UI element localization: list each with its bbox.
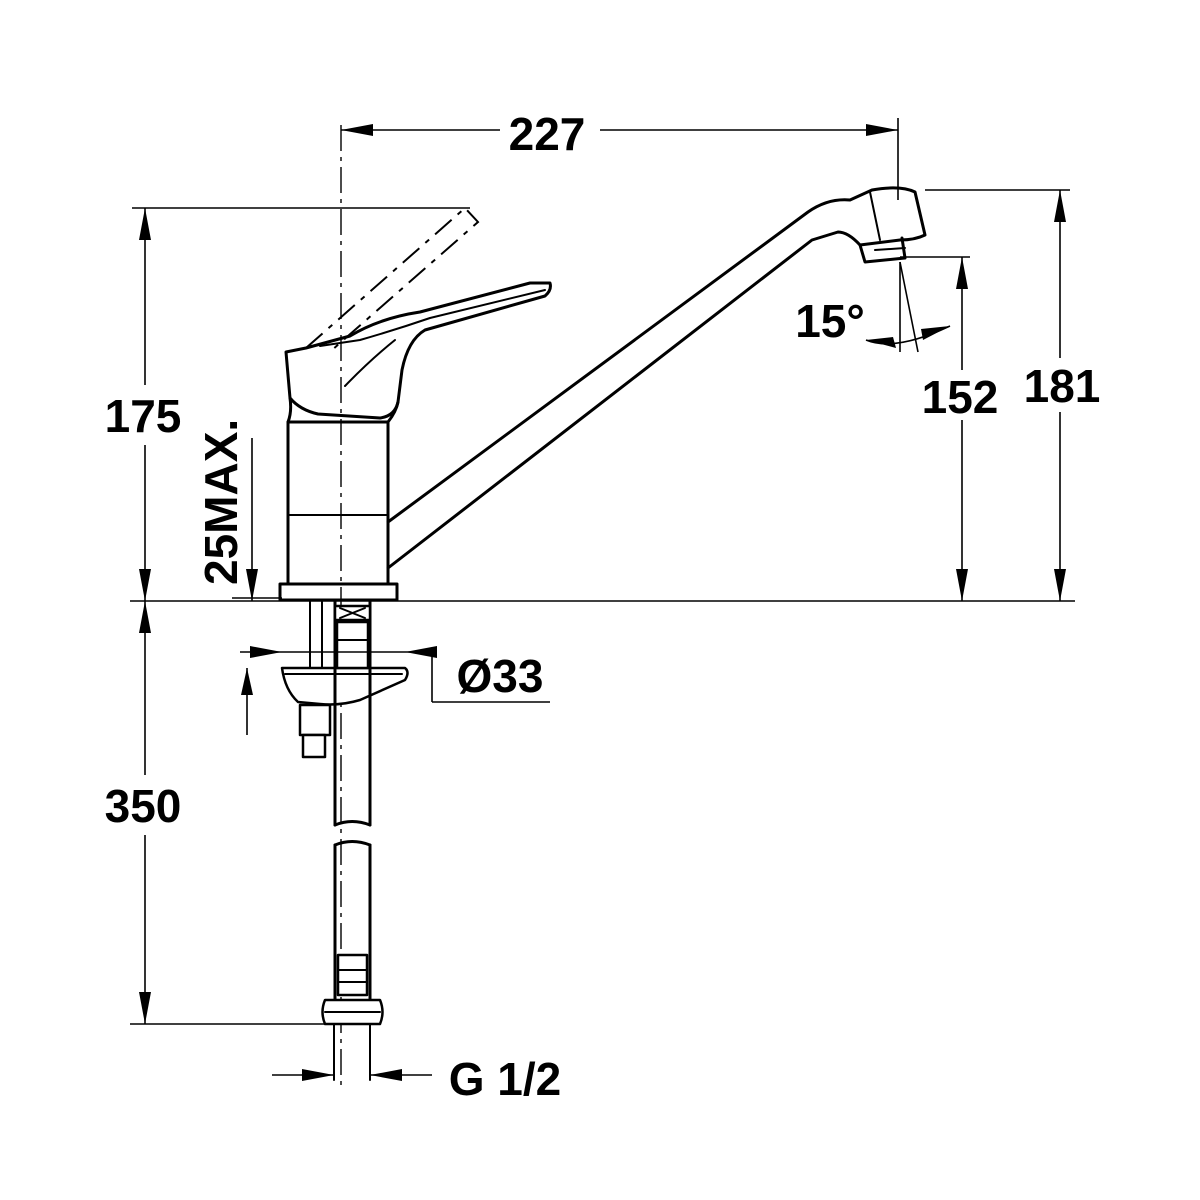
label-length-350: 350 bbox=[105, 780, 182, 832]
spout bbox=[386, 186, 927, 570]
lever-alt-position bbox=[305, 206, 480, 351]
dim-height-152: 152 bbox=[900, 256, 999, 601]
label-angle-15: 15° bbox=[795, 295, 865, 347]
label-width-227: 227 bbox=[509, 108, 586, 160]
mounting-hardware bbox=[280, 598, 409, 1081]
dim-connection-g12: G 1/2 bbox=[272, 1053, 561, 1105]
label-height-152: 152 bbox=[922, 371, 999, 423]
dim-deck-25max: 25MAX. bbox=[195, 419, 282, 601]
dim-length-350: 350 bbox=[105, 601, 325, 1025]
label-height-175: 175 bbox=[105, 390, 182, 442]
dim-height-181: 181 bbox=[925, 189, 1101, 601]
label-diameter-33: Ø33 bbox=[457, 650, 544, 702]
label-height-181: 181 bbox=[1024, 360, 1101, 412]
label-deck-25max: 25MAX. bbox=[195, 419, 247, 585]
dim-angle-15: 15° bbox=[795, 261, 951, 353]
label-connection-g12: G 1/2 bbox=[449, 1053, 562, 1105]
dim-height-175: 175 bbox=[105, 207, 470, 601]
dim-width-227: 227 bbox=[341, 108, 899, 200]
dim-diameter-33: Ø33 bbox=[240, 646, 550, 735]
faucet-body bbox=[278, 281, 552, 602]
